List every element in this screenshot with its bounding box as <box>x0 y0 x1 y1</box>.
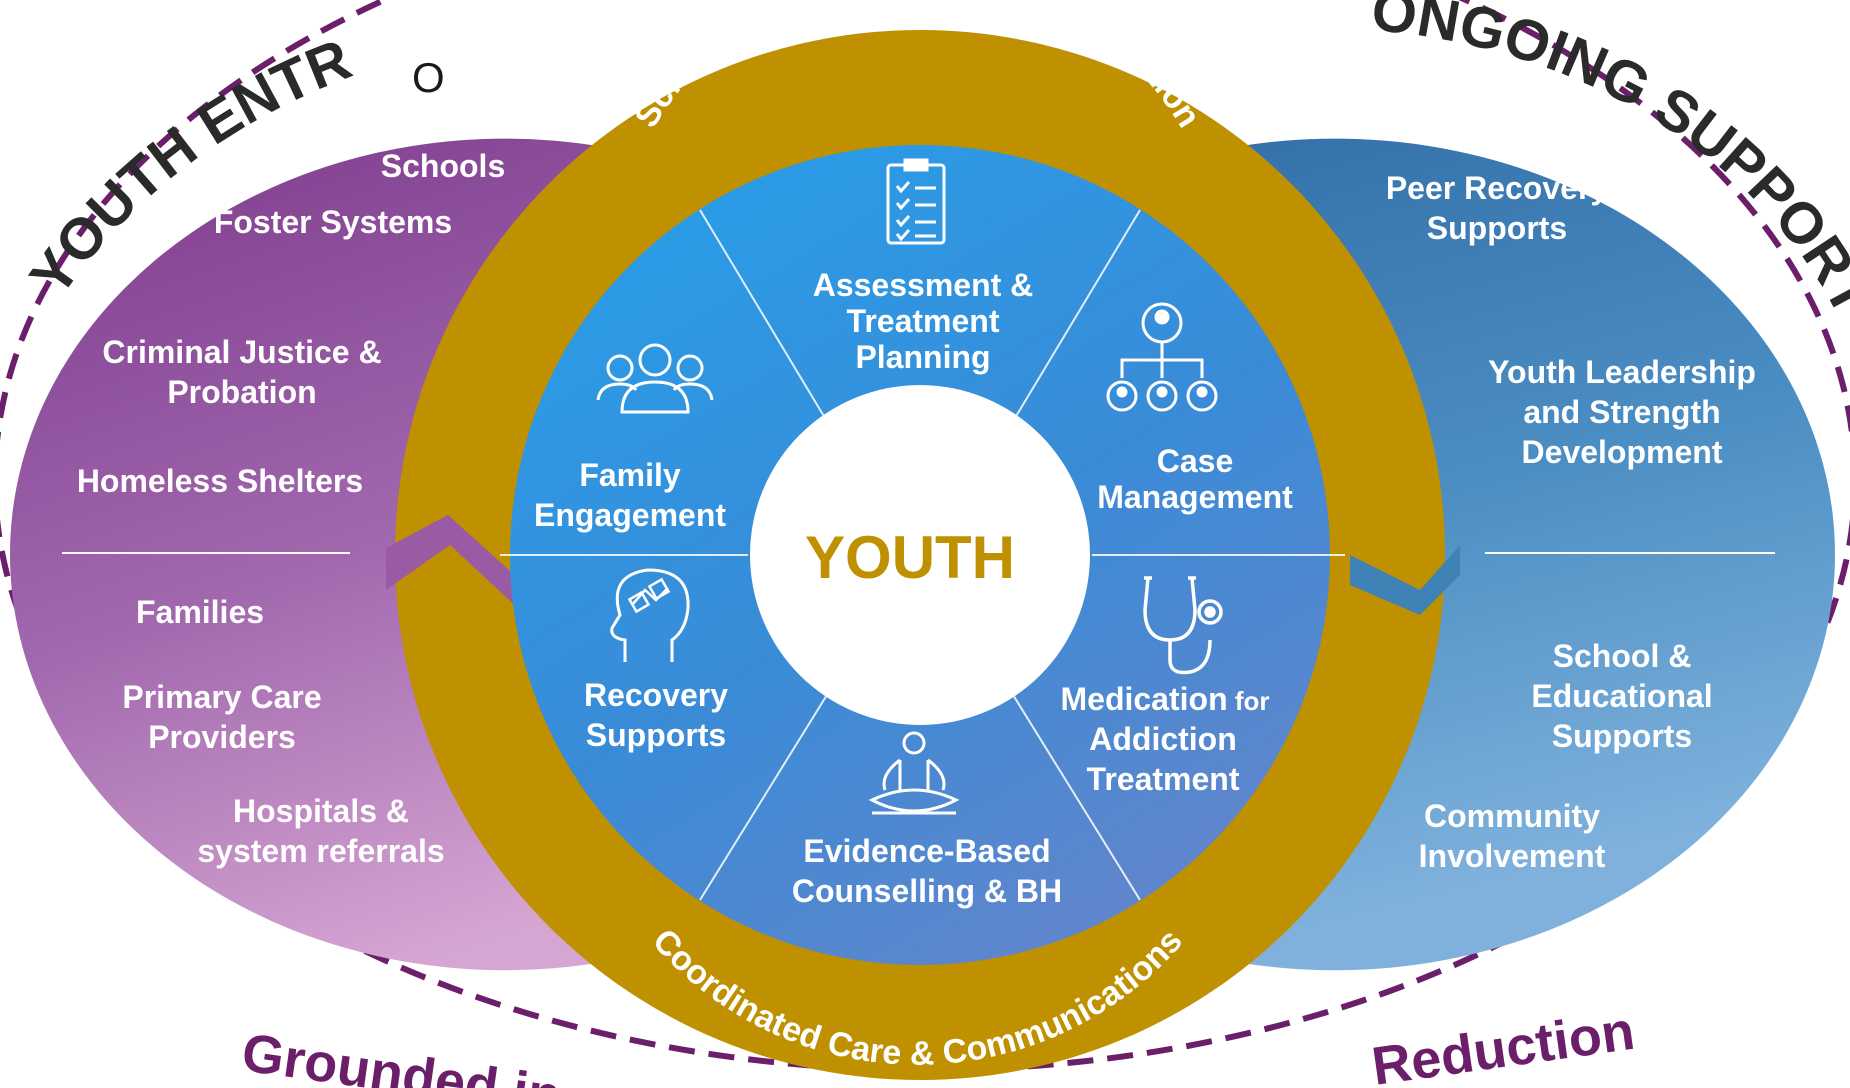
group-icon <box>596 343 714 414</box>
entry-families: Families <box>136 594 264 630</box>
support-leader-1: Youth Leadership <box>1488 354 1756 390</box>
support-peer-2: Supports <box>1427 210 1567 246</box>
youth-center-circle <box>750 385 1090 725</box>
support-school-2: Educational <box>1531 678 1712 714</box>
segment-dividers <box>500 209 1345 901</box>
entry-criminal-1: Criminal Justice & <box>102 334 381 370</box>
entry-criminal-2: Probation <box>167 374 316 410</box>
seg-case-2: Management <box>1097 479 1293 515</box>
support-community-1: Community <box>1424 798 1600 834</box>
entry-primary-2: Providers <box>148 719 296 755</box>
entry-hospitals-1: Hospitals & <box>233 793 409 829</box>
entry-homeless: Homeless Shelters <box>77 463 363 499</box>
ring-notch-left <box>386 515 520 610</box>
seg-ebc-1: Evidence-Based <box>803 833 1050 869</box>
org-chart-icon <box>1106 302 1218 412</box>
seg-case-1: Case <box>1157 443 1234 479</box>
bottom-right-heading: Reduction <box>1368 1001 1638 1088</box>
seg-recovery-2: Supports <box>586 717 726 753</box>
seg-family-1: Family <box>579 457 681 493</box>
seg-medication-2: Addiction <box>1089 721 1237 757</box>
support-peer-1: Peer Recovery <box>1386 170 1609 206</box>
seg-family-2: Engagement <box>534 497 726 533</box>
youth-entry-extra: O <box>412 54 445 101</box>
seg-medication-1: Medication for <box>1060 681 1269 717</box>
entry-hospitals-2: system referrals <box>197 833 444 869</box>
seg-assessment-3: Planning <box>855 339 990 375</box>
center-label: YOUTH <box>805 524 1015 591</box>
seg-recovery-1: Recovery <box>584 677 728 713</box>
entry-primary-1: Primary Care <box>122 679 321 715</box>
seg-ebc-2: Counselling & BH <box>792 873 1062 909</box>
ring-notch-right <box>1350 545 1460 615</box>
support-school-1: School & <box>1553 638 1692 674</box>
meditation-icon <box>868 731 960 815</box>
seg-assessment-1: Assessment & <box>813 267 1034 303</box>
checklist-icon <box>886 158 946 245</box>
head-puzzle-icon <box>610 568 690 662</box>
support-school-3: Supports <box>1552 718 1692 754</box>
seg-medication-3: Treatment <box>1087 761 1240 797</box>
bottom-left-heading: Grounded in <box>238 1022 564 1088</box>
seg-assessment-2: Treatment <box>847 303 1000 339</box>
entry-schools: Schools <box>381 148 505 184</box>
entry-foster: Foster Systems <box>214 204 452 240</box>
support-leader-3: Development <box>1522 434 1723 470</box>
support-leader-2: and Strength <box>1523 394 1720 430</box>
support-community-2: Involvement <box>1419 838 1606 874</box>
stethoscope-icon <box>1143 576 1223 675</box>
